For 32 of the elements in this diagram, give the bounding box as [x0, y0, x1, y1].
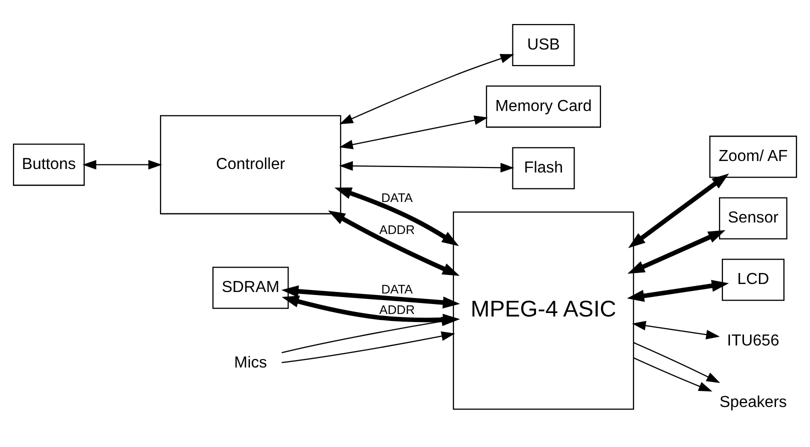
arrow — [626, 279, 729, 302]
arrow — [282, 330, 456, 363]
node-text: Mics — [234, 354, 267, 371]
arrow — [328, 210, 460, 276]
arrow — [82, 159, 162, 170]
edge-label: DATA — [381, 190, 413, 205]
arrow — [281, 284, 460, 308]
node-box: Flash — [512, 146, 575, 189]
arrow — [632, 320, 720, 339]
node-box: MPEG-4 ASIC — [452, 210, 634, 410]
node-box: LCD — [722, 258, 785, 300]
arrow — [339, 160, 514, 172]
node-box: Buttons — [12, 143, 85, 186]
edge-label: DATA — [381, 282, 413, 296]
arrow — [339, 54, 514, 124]
node-box: USB — [512, 24, 575, 66]
arrow — [334, 187, 459, 246]
arrow — [282, 316, 456, 353]
arrow — [628, 173, 729, 248]
node-box: Zoom/ AF — [709, 135, 798, 178]
edge-label: ADDR — [379, 302, 415, 316]
node-box: Sensor — [718, 196, 788, 239]
node-box: SDRAM — [212, 266, 289, 308]
arrow — [634, 342, 720, 382]
edge-label: ADDR — [379, 222, 415, 237]
arrow — [627, 230, 726, 274]
arrow — [634, 356, 712, 391]
arrow — [339, 114, 488, 149]
node-box: Controller — [160, 114, 342, 214]
node-box: Memory Card — [486, 85, 602, 128]
node-text: ITU656 — [727, 332, 780, 350]
node-text: Speakers — [719, 394, 787, 411]
